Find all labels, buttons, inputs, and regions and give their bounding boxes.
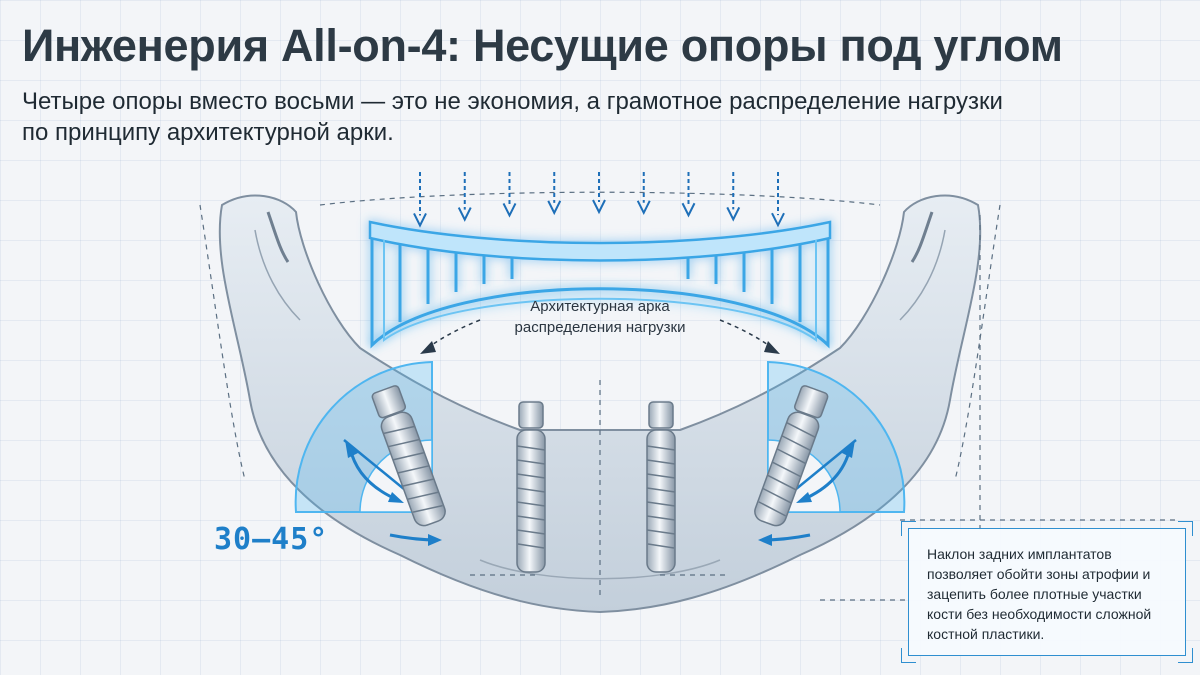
note-corner — [901, 521, 916, 536]
note-corner — [1178, 521, 1193, 536]
load-arrow-head — [504, 203, 516, 215]
note-box: Наклон задних имплантатов позволяет обой… — [908, 528, 1186, 656]
load-arrow-head — [683, 203, 695, 215]
note-corner — [901, 648, 916, 663]
note-text: Наклон задних имплантатов позволяет обой… — [927, 544, 1169, 644]
load-arrows — [414, 172, 784, 225]
angle-label: 30–45° — [214, 522, 328, 557]
arch-label: Архитектурная арка распределения нагрузк… — [488, 296, 712, 338]
spread-arrowheads — [420, 341, 780, 354]
implant-right-anterior — [647, 402, 675, 572]
note-corner — [1178, 648, 1193, 663]
implant-left-anterior — [517, 402, 545, 572]
